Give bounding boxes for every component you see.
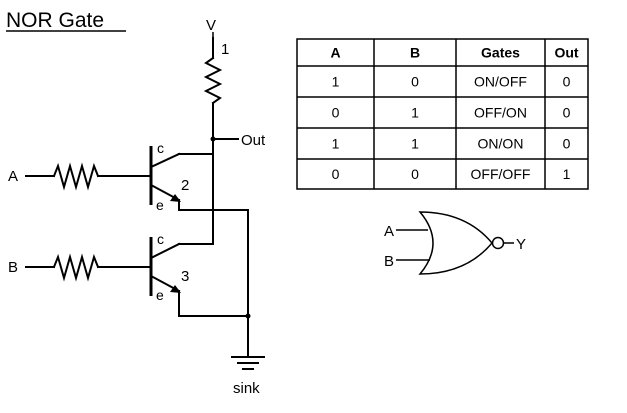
table-cell: 0: [411, 166, 419, 182]
input-a-label: A: [8, 168, 18, 185]
table-cell: 1: [332, 136, 340, 152]
table-cell: 0: [563, 136, 571, 152]
table-cell: 0: [411, 74, 419, 90]
diagram-title: NOR Gate: [6, 9, 104, 32]
table-cell: ON/OFF: [474, 74, 527, 90]
collector-bottom: [149, 242, 181, 260]
table-cell: 0: [332, 105, 340, 121]
gate-output-bubble: [491, 236, 505, 250]
gate-output-label: Y: [516, 236, 526, 253]
collector-top: [149, 152, 181, 169]
table-header-cell: Out: [554, 45, 578, 61]
input-b-label: B: [8, 259, 18, 276]
supply-label: V: [206, 17, 216, 34]
table-cell: OFF/ON: [474, 105, 527, 121]
table-cell: ON/ON: [478, 136, 524, 152]
table-header-cell: B: [410, 45, 420, 61]
table-border: [296, 38, 589, 190]
gate-input-b-label: B: [384, 253, 394, 270]
table-cell: 1: [411, 105, 419, 121]
nor-gate-symbol: A B Y: [384, 211, 526, 275]
gate-input-a-label: A: [384, 223, 394, 240]
resistor-number: 1: [221, 41, 229, 58]
table-cell: 1: [332, 74, 340, 90]
collector-label-bottom: c: [157, 231, 164, 247]
input-a-resistor: [52, 162, 100, 191]
table-cell: 0: [563, 105, 571, 121]
emitter-label-top: e: [156, 197, 164, 213]
collector-label-top: c: [157, 140, 164, 156]
table-header-cell: Gates: [481, 45, 520, 61]
table-cell: OFF/OFF: [471, 166, 531, 182]
output-label: Out: [241, 132, 266, 149]
table-cell: 1: [563, 166, 571, 182]
sink-node-dot: [245, 313, 251, 319]
table-cell: 1: [411, 136, 419, 152]
emitter-label-bottom: e: [156, 287, 164, 303]
table-cell: 0: [563, 74, 571, 90]
gate-body: [418, 211, 493, 275]
input-b-resistor: [52, 253, 100, 282]
pullup-resistor: [203, 56, 223, 105]
transistor-number-bottom: 3: [181, 268, 189, 285]
transistor-number-top: 2: [181, 177, 189, 194]
ground-icon: [231, 356, 265, 370]
table-cell: 0: [332, 166, 340, 182]
ground-label: sink: [233, 380, 260, 397]
table-header-cell: A: [330, 45, 340, 61]
